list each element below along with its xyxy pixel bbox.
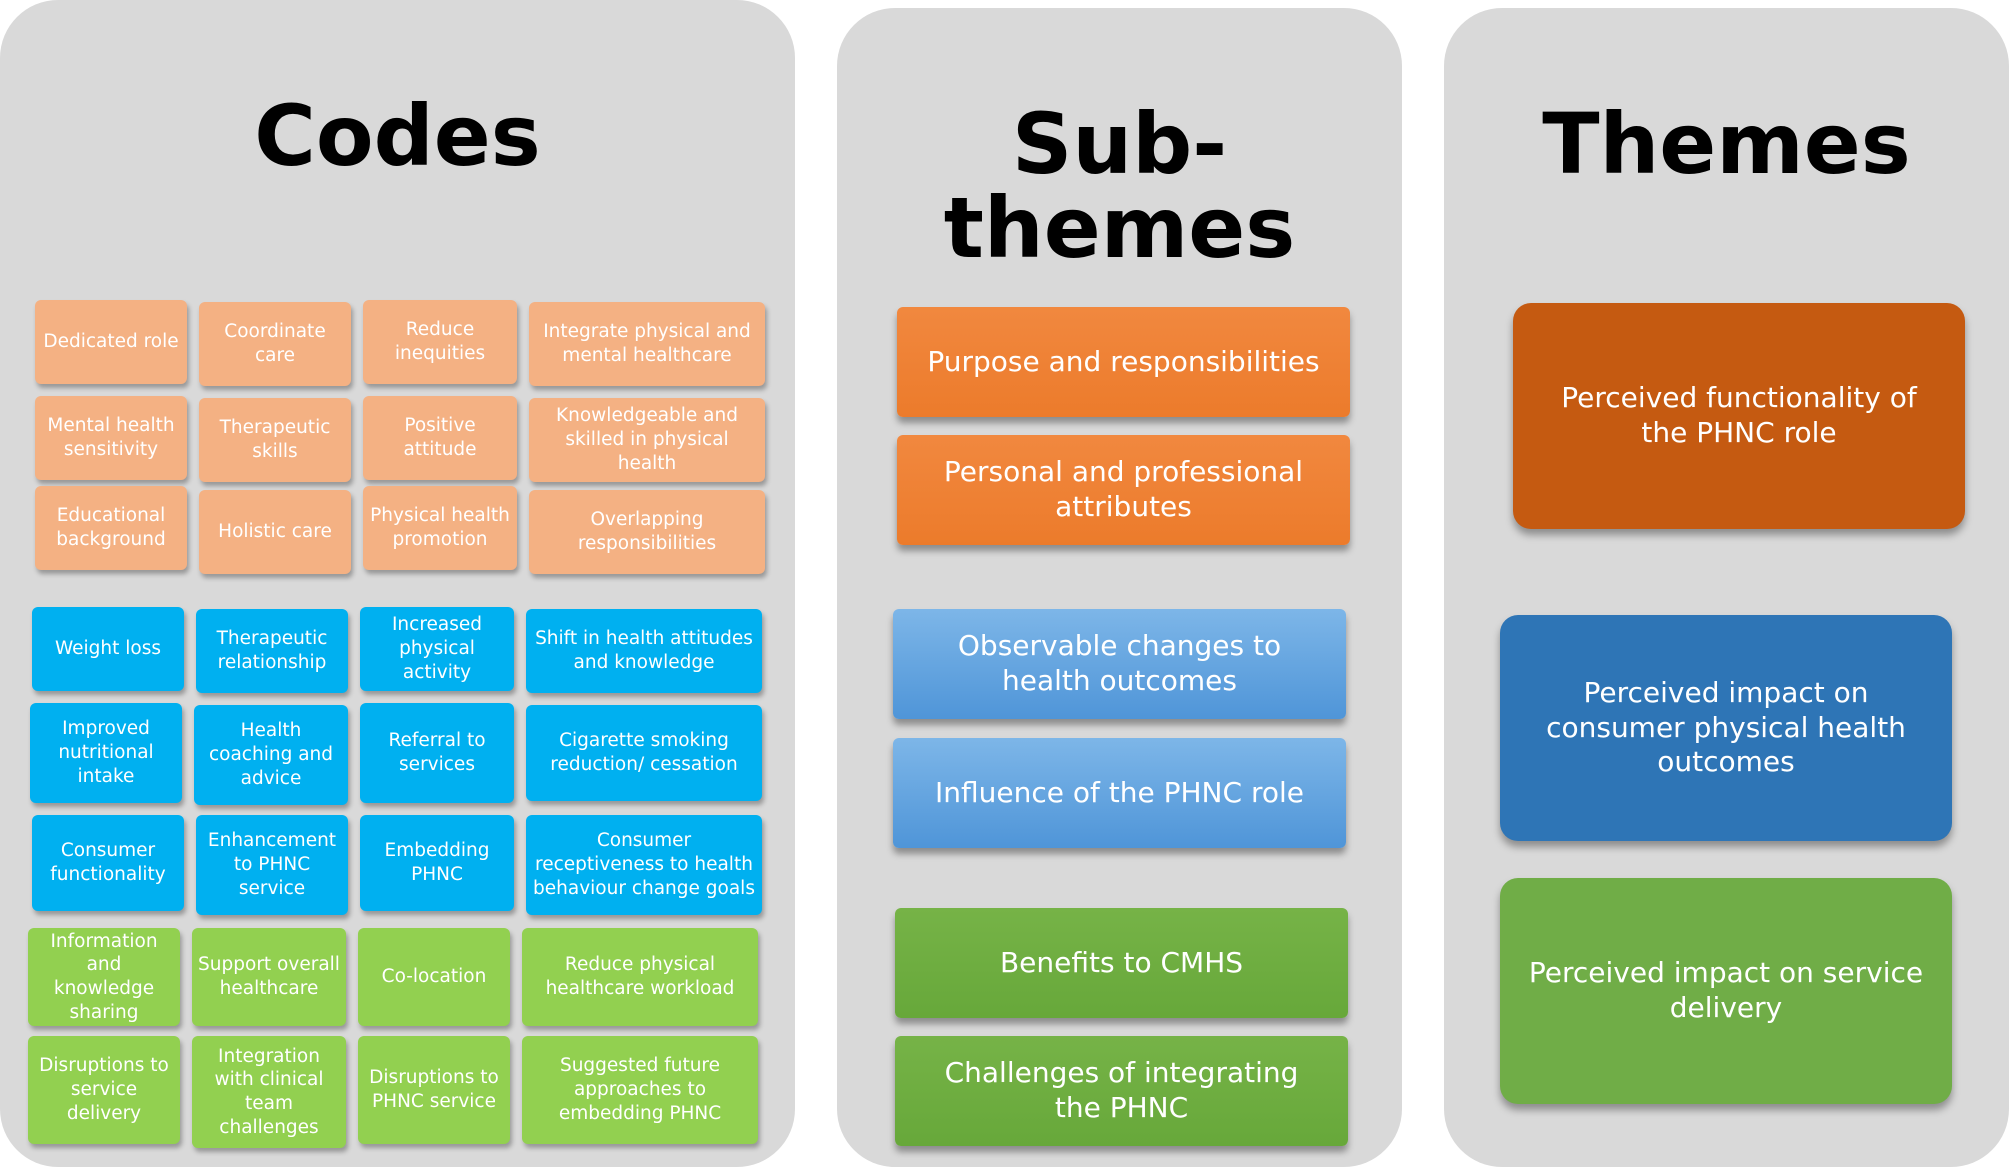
code-box: Information and knowledge sharing (28, 928, 180, 1026)
codes-heading: Codes (254, 87, 541, 185)
theme-box: Perceived impact on consumer physical he… (1500, 615, 1952, 841)
code-box: Therapeutic relationship (196, 609, 348, 693)
code-box: Health coaching and advice (194, 705, 348, 805)
code-box: Increased physical activity (360, 607, 514, 691)
code-box: Dedicated role (35, 300, 187, 384)
code-box: Knowledgeable and skilled in physical he… (529, 398, 765, 482)
code-box: Positive attitude (363, 396, 517, 480)
code-box: Disruptions to service delivery (28, 1036, 180, 1144)
code-box: Cigarette smoking reduction/ cessation (526, 705, 762, 801)
subtheme-box: Purpose and responsibilities (897, 307, 1350, 417)
code-box: Holistic care (199, 490, 351, 574)
code-box: Reduce physical healthcare workload (522, 928, 758, 1026)
code-box: Support overall healthcare (192, 928, 346, 1026)
code-box: Shift in health attitudes and knowledge (526, 609, 762, 693)
code-box: Coordinate care (199, 302, 351, 386)
code-box: Overlapping responsibilities (529, 490, 765, 574)
code-box: Reduce inequities (363, 300, 517, 384)
code-box: Enhancement to PHNC service (196, 815, 348, 915)
code-box: Referral to services (360, 703, 514, 803)
subtheme-box: Personal and professional attributes (897, 435, 1350, 545)
code-box: Disruptions to PHNC service (358, 1036, 510, 1144)
subtheme-box: Observable changes to health outcomes (893, 609, 1346, 719)
code-box: Mental health sensitivity (35, 396, 187, 480)
subtheme-box: Influence of the PHNC role (893, 738, 1346, 848)
code-box: Weight loss (32, 607, 184, 691)
code-box: Embedding PHNC (360, 815, 514, 911)
theme-box: Perceived impact on service delivery (1500, 878, 1952, 1104)
code-box: Co-location (358, 928, 510, 1026)
code-box: Educational background (35, 486, 187, 570)
code-box: Consumer receptiveness to health behavio… (526, 815, 762, 915)
subtheme-box: Benefits to CMHS (895, 908, 1348, 1018)
code-box: Improved nutritional intake (30, 703, 182, 803)
code-box: Consumer functionality (32, 815, 184, 911)
subthemes-heading: Sub-themes (943, 95, 1296, 277)
themes-heading: Themes (1542, 95, 1911, 193)
theme-box: Perceived functionality of the PHNC role (1513, 303, 1965, 529)
subtheme-box: Challenges of integrating the PHNC (895, 1036, 1348, 1146)
code-box: Physical health promotion (363, 486, 517, 570)
code-box: Integration with clinical team challenge… (192, 1036, 346, 1148)
code-box: Suggested future approaches to embedding… (522, 1036, 758, 1144)
code-box: Therapeutic skills (199, 398, 351, 482)
code-box: Integrate physical and mental healthcare (529, 302, 765, 386)
